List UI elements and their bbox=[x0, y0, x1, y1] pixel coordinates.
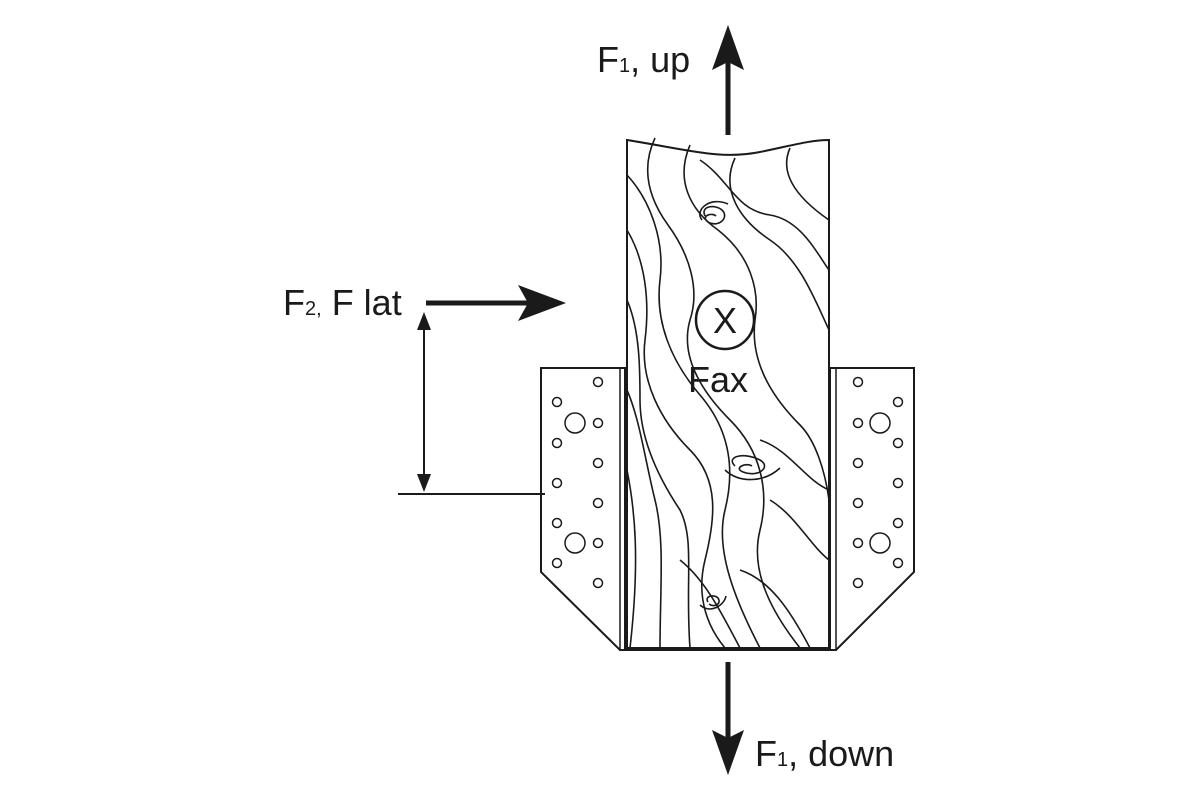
f1-up-arrow bbox=[712, 25, 744, 135]
left-bracket-holes bbox=[551, 376, 604, 589]
left-bracket bbox=[540, 367, 626, 651]
f1-down-arrow bbox=[712, 662, 744, 775]
f2-lat-label: F2, F lat bbox=[283, 282, 402, 323]
f1-up-label: F1, up bbox=[597, 39, 690, 80]
f2-lateral-arrow bbox=[426, 285, 566, 321]
fax-label: Fax bbox=[688, 359, 748, 400]
wood-grain bbox=[626, 137, 830, 649]
right-bracket bbox=[829, 367, 915, 651]
lateral-lever-dimension bbox=[398, 312, 545, 495]
wood-knots bbox=[699, 200, 781, 610]
axial-force-symbol: X bbox=[694, 289, 756, 351]
f1-down-label: F1, down bbox=[755, 733, 894, 774]
axial-force-x: X bbox=[713, 300, 737, 341]
timber-post bbox=[626, 137, 830, 649]
right-bracket-holes bbox=[852, 376, 904, 589]
